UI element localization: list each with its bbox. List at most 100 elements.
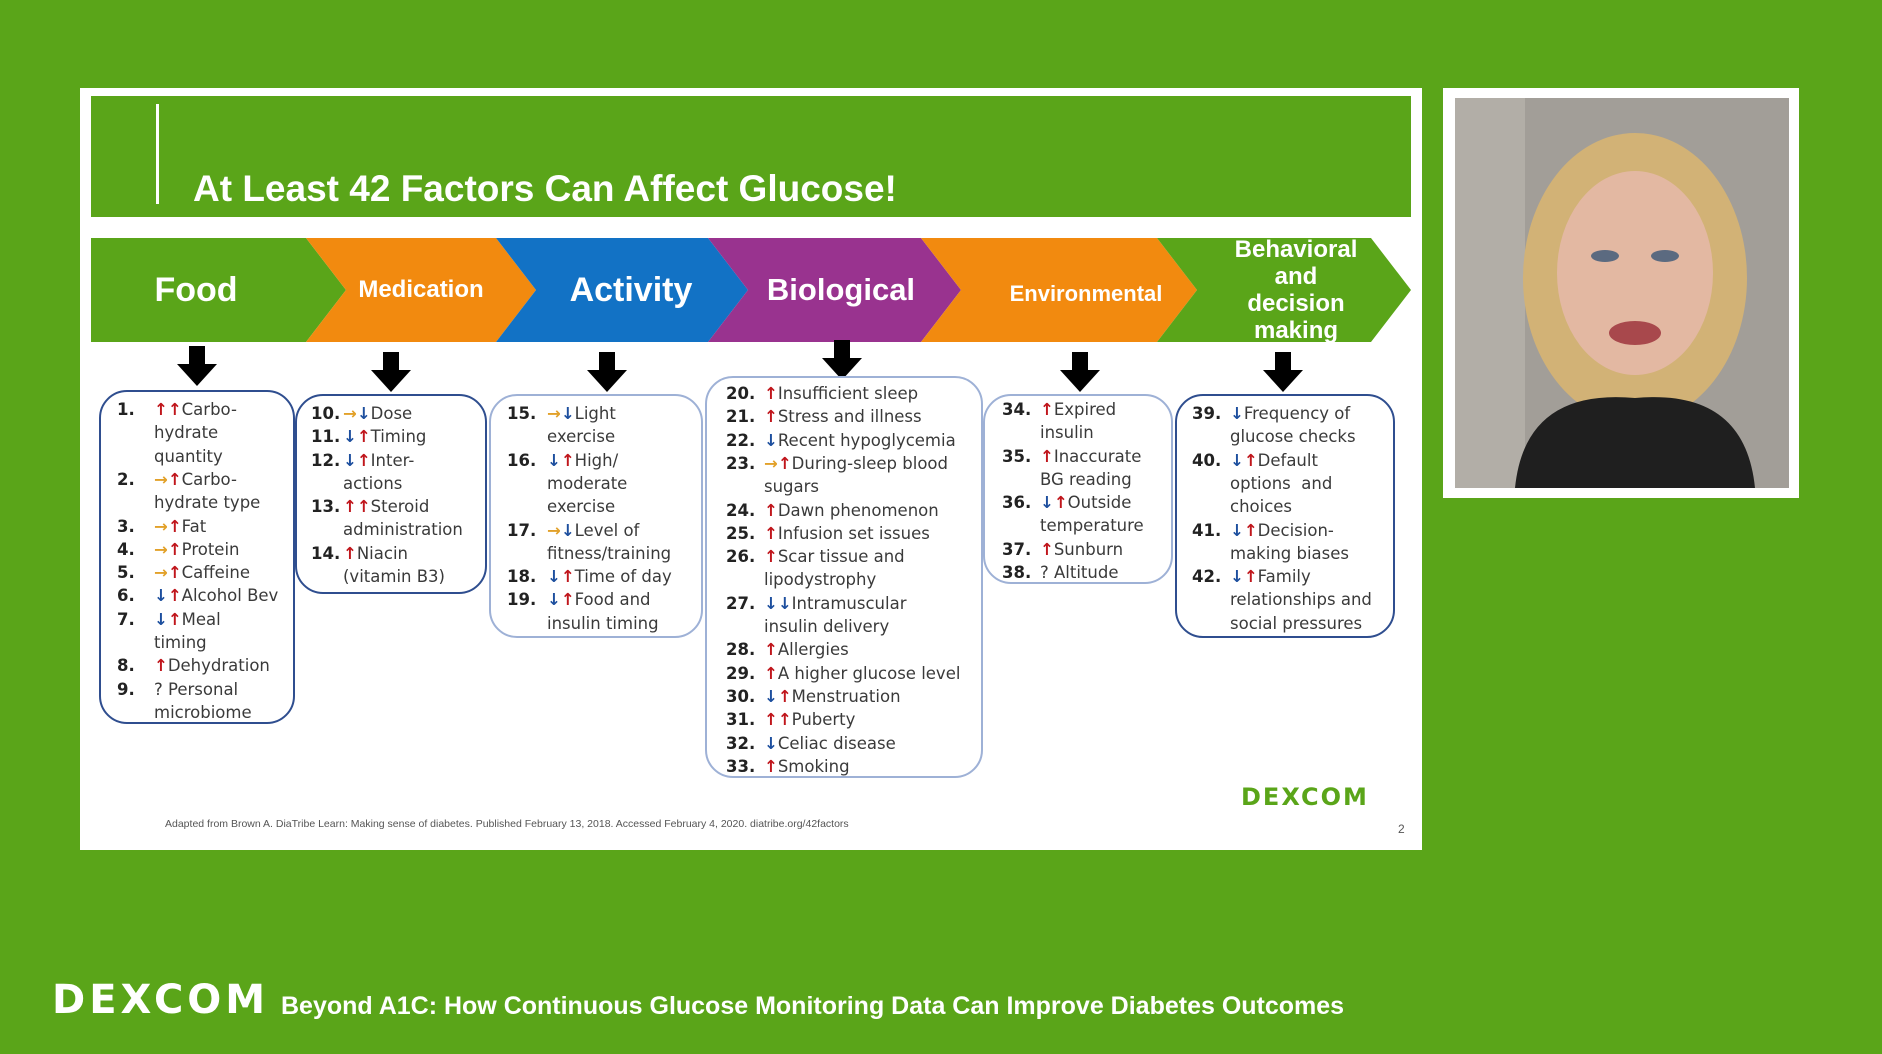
chevron-behavioral xyxy=(1157,238,1411,342)
arrow-up-icon: ↑ xyxy=(343,543,357,563)
arrow-head xyxy=(1263,370,1303,392)
arrow-up-icon: ↑ xyxy=(764,523,778,543)
factor-label: Default options and choices xyxy=(1230,450,1333,517)
dexcom-logo: DEXCOM xyxy=(1241,783,1369,811)
arrow-head xyxy=(177,364,217,386)
factor-text: ↑Stress and illness xyxy=(764,405,922,428)
factor-label: Menstruation xyxy=(791,686,901,706)
factor-number: 36. xyxy=(1002,493,1032,513)
factor-item: 10.→↓Dose xyxy=(311,402,531,425)
factor-label: Protein xyxy=(181,539,240,559)
factor-label: Light exercise xyxy=(547,404,616,447)
factor-item: 23. →↑During-sleep blood sugars xyxy=(726,452,948,499)
factor-item: 31.↑↑Puberty xyxy=(726,708,946,731)
arrow-up-icon: ↑ xyxy=(764,710,778,730)
factor-label: Timing xyxy=(370,427,427,447)
factor-number: 26. xyxy=(726,547,756,567)
arrow-down-icon: ↓ xyxy=(1230,567,1244,587)
factor-label: Niacin (vitamin B3) xyxy=(343,543,445,587)
factor-number: 31. xyxy=(726,710,756,730)
factor-number: 39. xyxy=(1192,404,1222,423)
factor-label: Infusion set issues xyxy=(777,523,930,543)
arrow-right-icon: → xyxy=(547,404,561,423)
arrow-up-icon: ↑ xyxy=(764,407,778,427)
factor-text: ? Personal microbiome xyxy=(154,678,252,725)
factor-text: ↓↑Time of day xyxy=(547,565,672,588)
factor-number: 42. xyxy=(1192,567,1222,587)
arrow-up-icon: ↑ xyxy=(356,497,371,517)
factor-item: 9.? Personal microbiome xyxy=(117,678,337,725)
arrow-down-icon: ↓ xyxy=(1230,450,1244,470)
category-medication: Medication xyxy=(358,276,484,304)
down-arrow-icon xyxy=(822,340,862,382)
arrow-up-icon: ↑ xyxy=(167,539,182,559)
factor-item: 40.↓↑Default options and choices xyxy=(1192,449,1412,519)
factor-number: 33. xyxy=(726,756,756,776)
factor-text: →↑During-sleep blood sugars xyxy=(764,452,948,499)
factor-label: Level of fitness/training xyxy=(547,520,672,563)
arrow-up-icon: ↑ xyxy=(1243,450,1258,470)
factor-number: 35. xyxy=(1002,446,1032,466)
factor-number: 6. xyxy=(117,586,135,606)
factor-item: 11.↓↑Timing xyxy=(311,425,531,448)
arrow-up-icon: ↑ xyxy=(777,710,792,730)
slide-page-number: 2 xyxy=(1398,822,1405,836)
category-food: Food xyxy=(154,270,238,309)
factor-item: 25. ↑Infusion set issues xyxy=(726,522,946,545)
factor-number: 25. xyxy=(726,523,756,543)
factor-label: Dawn phenomenon xyxy=(777,500,939,520)
factor-number: 34. xyxy=(1002,400,1032,419)
factor-number: 7. xyxy=(117,609,135,629)
arrow-down-icon: ↓ xyxy=(547,450,561,470)
presenter-video xyxy=(1455,98,1789,488)
down-arrow-icon xyxy=(371,352,411,394)
factor-item: 17.→↓Level of fitness/training xyxy=(507,519,727,566)
footer-title: Beyond A1C: How Continuous Glucose Monit… xyxy=(281,992,1345,1020)
arrow-down-icon: ↓ xyxy=(547,567,561,587)
arrow-down-icon: ↓ xyxy=(560,520,575,540)
arrow-up-icon: ↑ xyxy=(560,450,575,470)
arrow-right-icon: → xyxy=(154,469,168,489)
factor-text: ↓↑Family relationships and social pressu… xyxy=(1230,565,1372,635)
factor-number: 22. xyxy=(726,430,756,450)
factor-item: 28.↑Allergies xyxy=(726,638,946,661)
factor-label: ? Altitude xyxy=(1040,563,1119,583)
arrow-right-icon: → xyxy=(343,404,357,423)
factor-text: →↑Fat xyxy=(154,515,206,538)
factor-label: Celiac disease xyxy=(777,733,896,753)
factor-item: 20.↑Insufficient sleep xyxy=(726,382,946,405)
arrow-shaft xyxy=(834,340,850,358)
factor-text: ↑Niacin (vitamin B3) xyxy=(343,542,445,589)
food-factor-list xyxy=(99,390,295,724)
factor-item: 13.↑↑Steroid administration xyxy=(311,495,531,542)
arrow-down-icon: ↓ xyxy=(154,609,168,629)
arrow-up-icon: ↑ xyxy=(1040,400,1054,419)
arrow-shaft xyxy=(599,352,615,370)
arrow-right-icon: → xyxy=(154,539,168,559)
factor-label: Meal timing xyxy=(154,609,221,652)
factor-label: Dehydration xyxy=(167,656,270,676)
factor-item: 27.↓↓Intramuscular insulin delivery xyxy=(726,592,946,639)
factor-number: 41. xyxy=(1192,520,1222,540)
factor-item: 29.↑A higher glucose level xyxy=(726,662,960,685)
arrow-down-icon: ↓ xyxy=(764,430,778,450)
factor-text: ↓↑Outside temperature xyxy=(1040,491,1144,538)
factor-label: Frequency of glucose checks xyxy=(1230,404,1356,447)
factor-item: 26.↑Scar tissue and lipodystrophy xyxy=(726,545,946,592)
factor-item: 12.↓↑Inter- actions xyxy=(311,449,531,496)
factor-number: 14. xyxy=(311,543,341,563)
chevron-biological xyxy=(708,238,961,342)
arrow-up-icon: ↑ xyxy=(764,663,778,683)
chevron-medication xyxy=(306,238,536,342)
factor-item: 39.↓Frequency of glucose checks xyxy=(1192,402,1412,449)
factor-item: 36. ↓↑Outside temperature xyxy=(1002,491,1222,538)
factor-text: ↑Allergies xyxy=(764,638,849,661)
arrow-down-icon: ↓ xyxy=(764,733,778,753)
factor-number: 3. xyxy=(117,516,135,536)
arrow-shaft xyxy=(189,346,205,364)
factor-label: Expired insulin xyxy=(1040,400,1117,443)
factor-text: →↓Level of fitness/training xyxy=(547,519,671,566)
factor-number: 23. xyxy=(726,453,756,473)
factor-label: Fat xyxy=(181,516,207,536)
factor-text: ↑A higher glucose level xyxy=(764,662,960,685)
